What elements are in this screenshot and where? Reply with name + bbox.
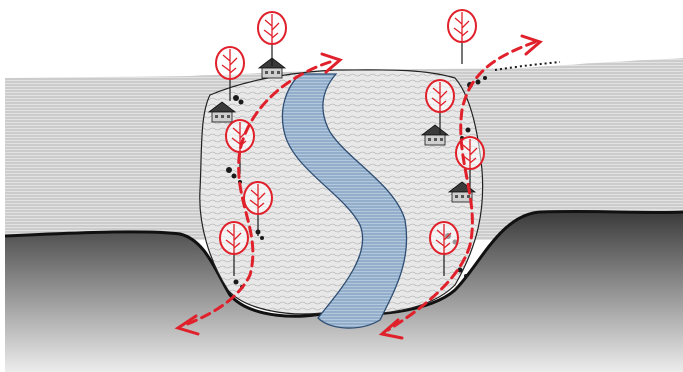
river-valley-diagram: [0, 0, 683, 372]
